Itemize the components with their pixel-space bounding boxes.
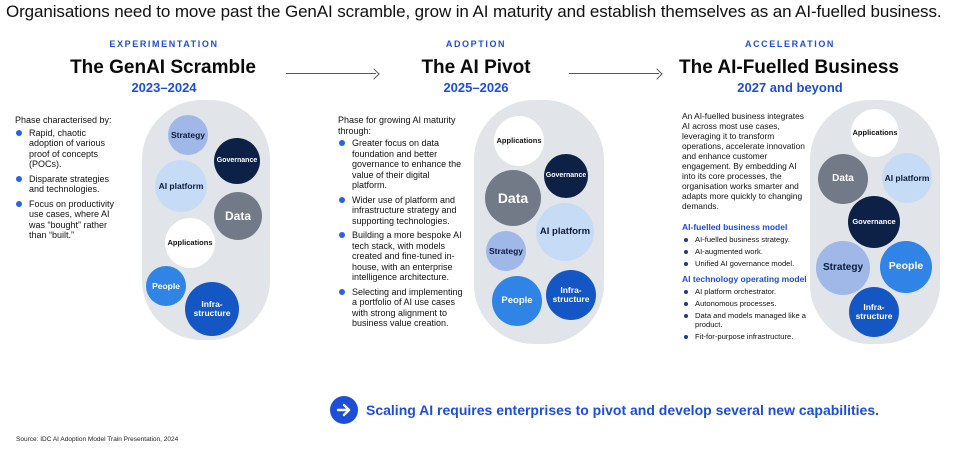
stage3-intro: An AI-fuelled business integrates AI acr… bbox=[682, 111, 805, 211]
stage3-description: An AI-fuelled business integrates AI acr… bbox=[682, 111, 810, 344]
source-note: Source: IDC AI Adoption Model Train Pres… bbox=[16, 436, 179, 443]
stage2-bullet: Selecting and implementing a portfolio o… bbox=[338, 287, 466, 329]
transition-arrow-2 bbox=[569, 68, 663, 80]
stage2-bullet: Building a more bespoke AI tech stack, w… bbox=[338, 230, 466, 283]
tech-item: AI platform orchestrator. bbox=[682, 287, 810, 296]
model-heading: AI-fuelled business model bbox=[682, 222, 788, 232]
stage2-intro: Phase for growing AI maturity through: bbox=[338, 115, 456, 136]
stage2-bullet: Wider use of platform and infrastructure… bbox=[338, 195, 466, 227]
stage-title-genai-scramble: The GenAI Scramble bbox=[70, 57, 256, 78]
circle-applications: Applications bbox=[165, 218, 215, 268]
page-headline: Organisations need to move past the GenA… bbox=[6, 2, 942, 21]
stage-years-1: 2023–2024 bbox=[131, 80, 197, 95]
stage-label-experimentation: EXPERIMENTATION bbox=[109, 39, 219, 49]
stage-years-3: 2027 and beyond bbox=[737, 80, 843, 95]
circle-strategy: Strategy bbox=[168, 115, 208, 155]
circle-applications: Applications bbox=[851, 109, 899, 157]
circle-people: People bbox=[146, 266, 186, 306]
circle-ai-platform: AI platform bbox=[882, 153, 932, 203]
circle-ai-platform: AI platform bbox=[155, 160, 207, 212]
stage-title-ai-fuelled-business: The AI-Fuelled Business bbox=[679, 57, 899, 78]
circle-ai-platform: AI platform bbox=[536, 203, 594, 261]
circle-governance: Governance bbox=[544, 154, 588, 198]
circle-strategy: Strategy bbox=[816, 241, 870, 295]
key-message-text: Scaling AI requires enterprises to pivot… bbox=[366, 402, 879, 418]
circle-data: Data bbox=[485, 170, 541, 226]
key-message-banner: Scaling AI requires enterprises to pivot… bbox=[330, 396, 879, 424]
stage-label-adoption: ADOPTION bbox=[445, 39, 507, 49]
stage-title-ai-pivot: The AI Pivot bbox=[421, 57, 531, 78]
circle-governance: Governance bbox=[848, 196, 900, 248]
model-item: AI-augmented work. bbox=[682, 247, 810, 256]
circle-governance: Governance bbox=[214, 138, 260, 184]
stage1-bullet: Rapid, chaotic adoption of various proof… bbox=[15, 128, 123, 170]
circle-strategy: Strategy bbox=[486, 231, 526, 271]
arrow-right-circle-icon bbox=[330, 396, 358, 424]
stage1-intro: Phase characterised by: bbox=[15, 115, 112, 125]
tech-item: Data and models managed like a product. bbox=[682, 311, 810, 329]
circle-infrastructure: Infra- structure bbox=[185, 282, 239, 336]
circle-people: People bbox=[492, 276, 542, 326]
transition-arrow-1 bbox=[286, 68, 380, 80]
stage2-bullet: Greater focus on data foundation and bet… bbox=[338, 138, 466, 191]
stage2-description: Phase for growing AI maturity through: G… bbox=[338, 115, 466, 333]
stage-years-2: 2025–2026 bbox=[443, 80, 509, 95]
circle-data: Data bbox=[214, 192, 262, 240]
model-item: AI-fuelled business strategy. bbox=[682, 235, 810, 244]
tech-item: Autonomous processes. bbox=[682, 299, 810, 308]
stage1-bullet: Disparate strategies and technologies. bbox=[15, 174, 123, 195]
tech-item: Fit-for-purpose infrastructure. bbox=[682, 332, 810, 341]
circle-people: People bbox=[880, 241, 932, 293]
stage-label-acceleration: ACCELERATION bbox=[744, 39, 836, 49]
stage1-bullet: Focus on productivity use cases, where A… bbox=[15, 199, 123, 241]
circle-data: Data bbox=[818, 154, 868, 204]
tech-heading: AI technology operating model bbox=[682, 274, 807, 284]
circle-infrastructure: Infra- structure bbox=[849, 287, 899, 337]
circle-infrastructure: Infra- structure bbox=[546, 270, 596, 320]
model-item: Unified AI governance model. bbox=[682, 259, 810, 268]
circle-applications: Applications bbox=[494, 116, 544, 166]
stage1-description: Phase characterised by: Rapid, chaotic a… bbox=[15, 115, 123, 245]
